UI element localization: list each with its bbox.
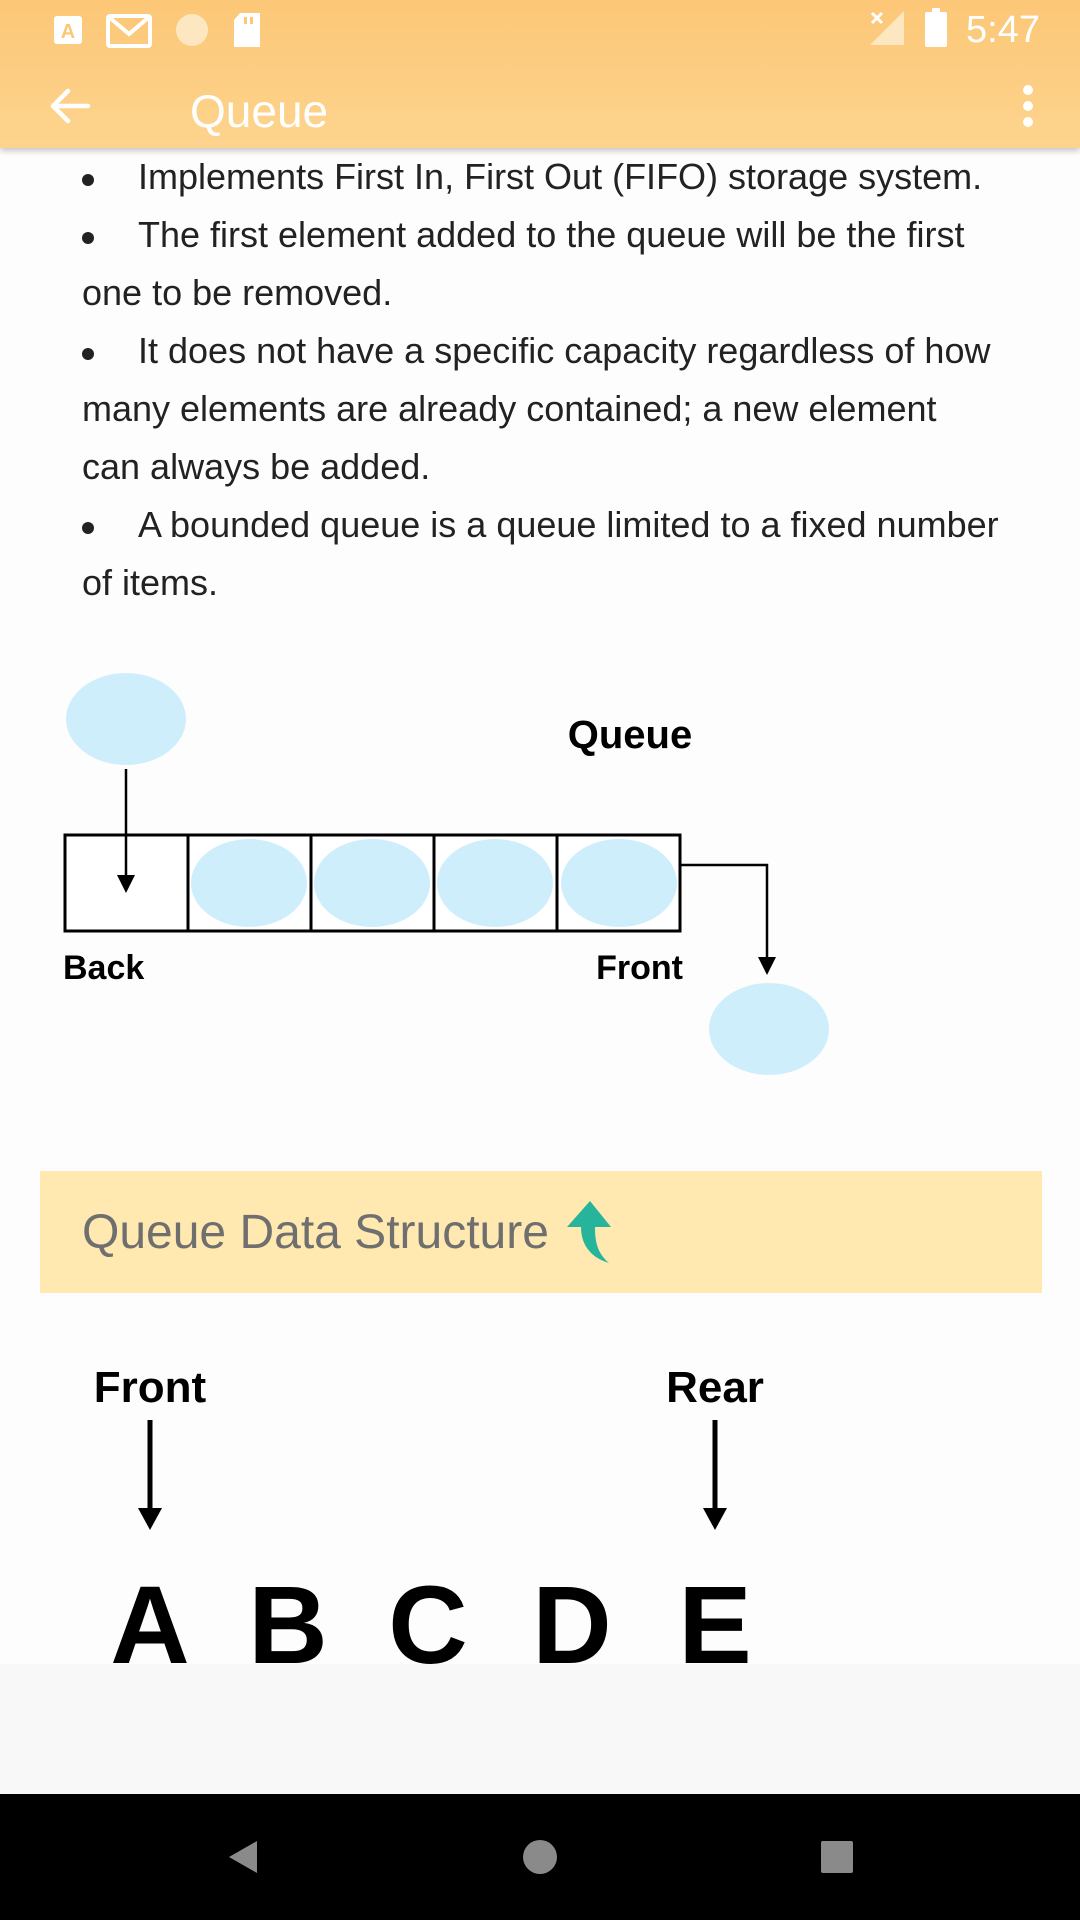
- rear-pointer-arrow: [703, 1420, 727, 1530]
- incoming-element: [66, 673, 186, 765]
- front-rear-diagram: Front Rear A B C D E: [94, 1363, 764, 1664]
- system-nav-bar: [0, 1794, 1080, 1920]
- nav-recents-button[interactable]: [802, 1822, 872, 1892]
- rear-pointer-label: Rear: [666, 1363, 764, 1412]
- more-vert-icon: [1023, 85, 1033, 127]
- bullet-item: Implements First In, First Out (FIFO) st…: [82, 148, 1002, 206]
- back-label: Back: [63, 949, 144, 987]
- section-header: Queue Data Structure: [40, 1171, 1042, 1293]
- bottom-blank-area: [0, 1664, 1080, 1794]
- circle-icon: [174, 12, 210, 53]
- nav-back-icon: [229, 1841, 257, 1873]
- nav-home-icon: [523, 1840, 557, 1874]
- status-notification-icons: A: [52, 12, 262, 53]
- status-bar: A 5:47: [0, 0, 1080, 64]
- queue-diagram: Queue Back Front: [63, 673, 829, 1075]
- queue-element: [191, 839, 307, 927]
- queue-element: [561, 839, 677, 927]
- a-icon: A: [52, 14, 84, 51]
- back-button[interactable]: [38, 74, 102, 138]
- queue-letter: A: [110, 1564, 189, 1664]
- page-title: Queue: [190, 85, 329, 137]
- sd-card-icon: [232, 12, 262, 53]
- queue-letter: B: [248, 1564, 327, 1664]
- gmail-icon: [106, 12, 152, 53]
- app-bar: A 5:47 Queue: [0, 0, 1080, 148]
- dequeued-element: [709, 983, 829, 1075]
- bullet-item: It does not have a specific capacity reg…: [82, 322, 1002, 496]
- queue-element: [437, 839, 553, 927]
- svg-text:A: A: [61, 21, 75, 43]
- queue-cells: [63, 833, 682, 933]
- bullet-item: The first element added to the queue wil…: [82, 206, 1002, 322]
- queue-letter: C: [388, 1564, 467, 1664]
- article-content[interactable]: Implements First In, First Out (FIFO) st…: [0, 148, 1080, 1664]
- toolbar: Queue: [0, 64, 1080, 148]
- section-title: Queue Data Structure: [82, 1205, 549, 1259]
- queue-letter: E: [678, 1564, 751, 1664]
- status-right-cluster: 5:47: [868, 8, 1040, 53]
- nav-back-button[interactable]: [208, 1822, 278, 1892]
- no-signal-icon: [868, 9, 906, 52]
- arrow-up-icon[interactable]: [563, 1199, 617, 1265]
- nav-recents-icon: [821, 1841, 853, 1873]
- front-pointer-arrow: [138, 1420, 162, 1530]
- battery-icon: [924, 8, 948, 53]
- front-label: Front: [596, 949, 683, 987]
- bullet-list: Implements First In, First Out (FIFO) st…: [82, 148, 1002, 612]
- nav-home-button[interactable]: [505, 1822, 575, 1892]
- queue-element: [314, 839, 430, 927]
- overflow-menu-button[interactable]: [996, 74, 1060, 138]
- front-pointer-label: Front: [94, 1363, 207, 1412]
- queue-diagram-title: Queue: [568, 713, 692, 757]
- dequeue-arrow: [680, 863, 776, 975]
- queue-letter: D: [532, 1564, 611, 1664]
- status-clock: 5:47: [966, 9, 1040, 51]
- enqueue-arrow: [117, 769, 135, 893]
- bullet-item: A bounded queue is a queue limited to a …: [82, 496, 1002, 612]
- arrow-left-icon: [50, 88, 91, 124]
